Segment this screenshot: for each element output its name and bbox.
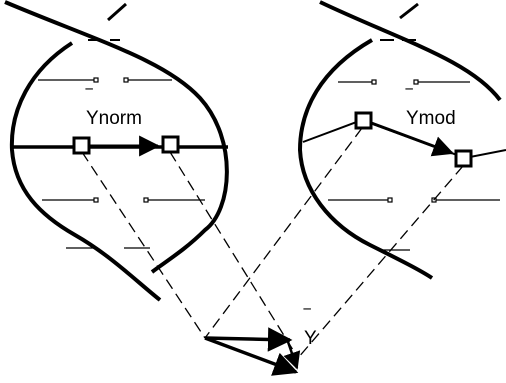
right-box-a [354,111,373,130]
left-top-fragment [107,2,127,22]
bottom-label-overline: ‾ [303,308,311,329]
left-box-b [161,135,180,154]
right-label: Ymod [406,108,456,129]
resultant-closure [283,338,301,370]
left-label-overline: ‾ [85,88,93,109]
right-base-pair [302,118,506,160]
left-helix: ‾ Ynorm [4,0,229,302]
resultant-component-a [204,327,293,352]
right-vector-arrow [365,119,454,157]
left-strand-inner [9,41,162,302]
bottom-label: Y [304,328,317,349]
left-strand-outer [4,0,229,274]
right-top-fragment [399,2,419,20]
left-label: Ynorm [86,108,142,129]
left-box-a [72,136,91,155]
resultant-component-b [204,336,299,376]
right-label-overline: ‾ [405,88,413,109]
right-rungs [328,79,500,251]
right-strand-outer [319,0,502,102]
projection-lines [81,127,464,359]
resultant-vector: ‾ Y [204,308,317,376]
right-strand-inner [297,38,434,280]
right-helix: ‾ Ymod [297,0,506,280]
left-rungs [38,77,205,249]
right-box-b [454,149,473,168]
